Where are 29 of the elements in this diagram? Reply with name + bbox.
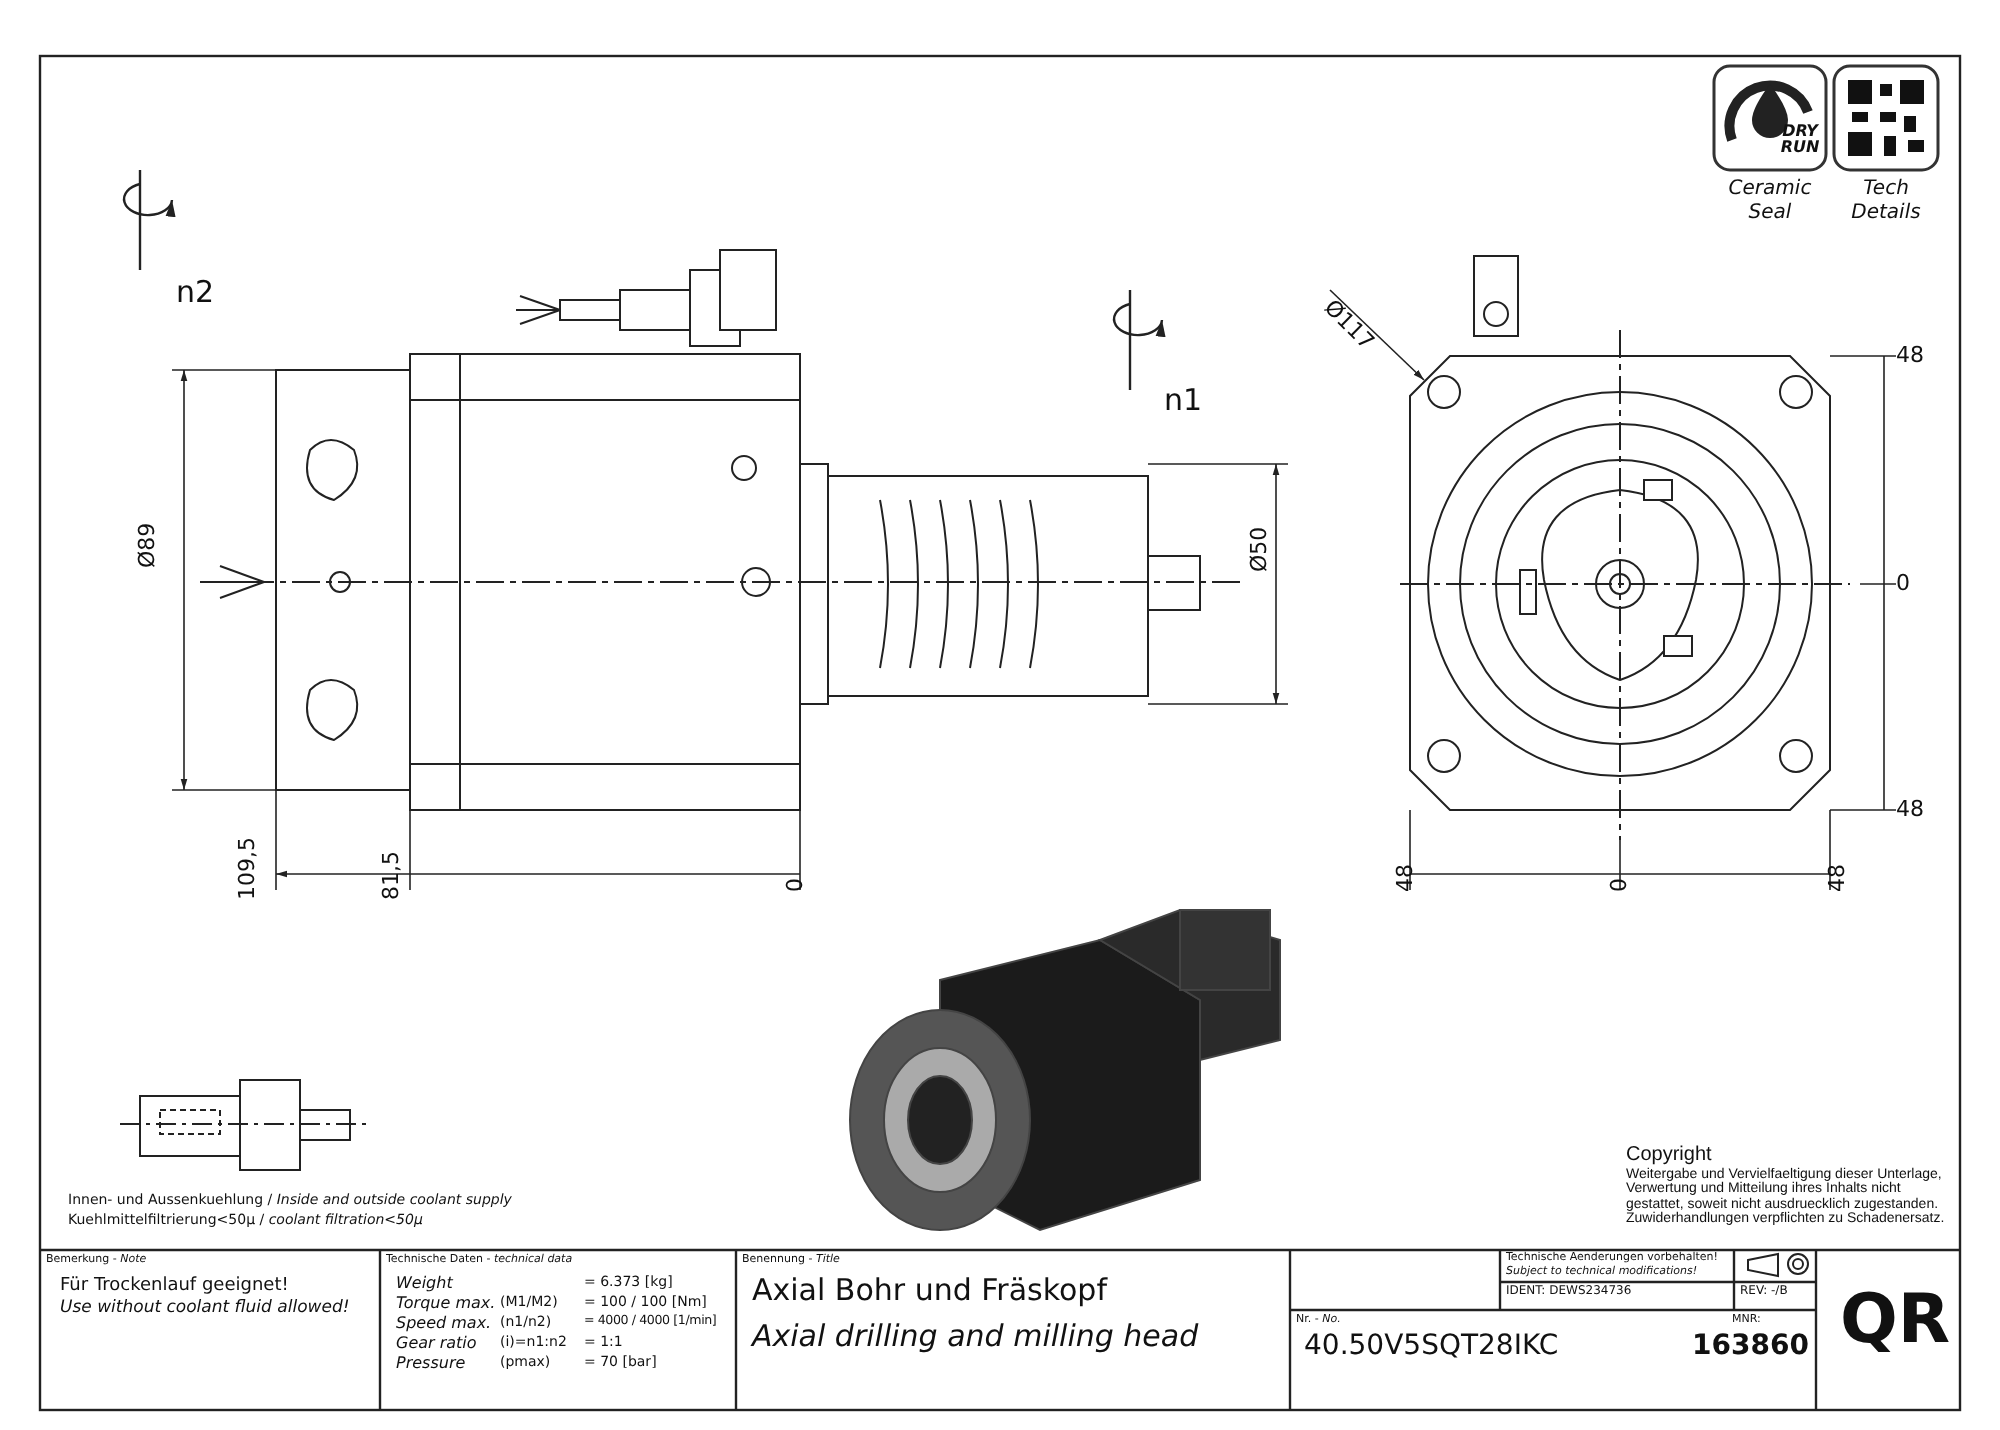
- qr-text: QR: [1840, 1286, 1951, 1354]
- dimension-text: 81,5: [380, 851, 406, 900]
- data-label: Pressure: [396, 1354, 466, 1373]
- title-text: Axial Bohr und Fräskopf: [752, 1274, 1107, 1309]
- data-label: Weight: [396, 1274, 453, 1293]
- part-number: 40.50V5SQT28IKC: [1304, 1330, 1559, 1363]
- icon-text: DRY RUN: [1780, 124, 1820, 156]
- dimension-text: Ø89: [136, 522, 162, 568]
- dimension-text: 0: [1896, 572, 1910, 598]
- dimension-text: 48: [1394, 864, 1420, 892]
- remark-text: Use without coolant fluid allowed!: [60, 1300, 350, 1320]
- dimension-text: 48: [1896, 798, 1924, 824]
- dimension-text: 48: [1896, 344, 1924, 370]
- remark-text: Für Trockenlauf geeignet!: [60, 1276, 289, 1297]
- dimension-text: 0: [1608, 878, 1634, 892]
- dimension-text: 109,5: [236, 837, 262, 900]
- rotation-label: n2: [176, 276, 215, 311]
- order-number: 163860: [1692, 1330, 1809, 1363]
- data-label: Speed max.: [396, 1314, 492, 1333]
- title-text: Axial drilling and milling head: [752, 1320, 1199, 1355]
- icon-caption: Ceramic Seal: [1726, 178, 1814, 224]
- icon-caption: Tech Details: [1849, 178, 1923, 224]
- copyright-heading: Copyright: [1626, 1144, 1712, 1167]
- data-label: Gear ratio: [396, 1334, 477, 1353]
- data-label: Torque max.: [396, 1294, 496, 1313]
- dimension-text: 48: [1826, 864, 1852, 892]
- rotation-label: n1: [1164, 384, 1203, 419]
- dimension-text: 0: [784, 878, 810, 892]
- dimension-text: Ø50: [1248, 526, 1274, 572]
